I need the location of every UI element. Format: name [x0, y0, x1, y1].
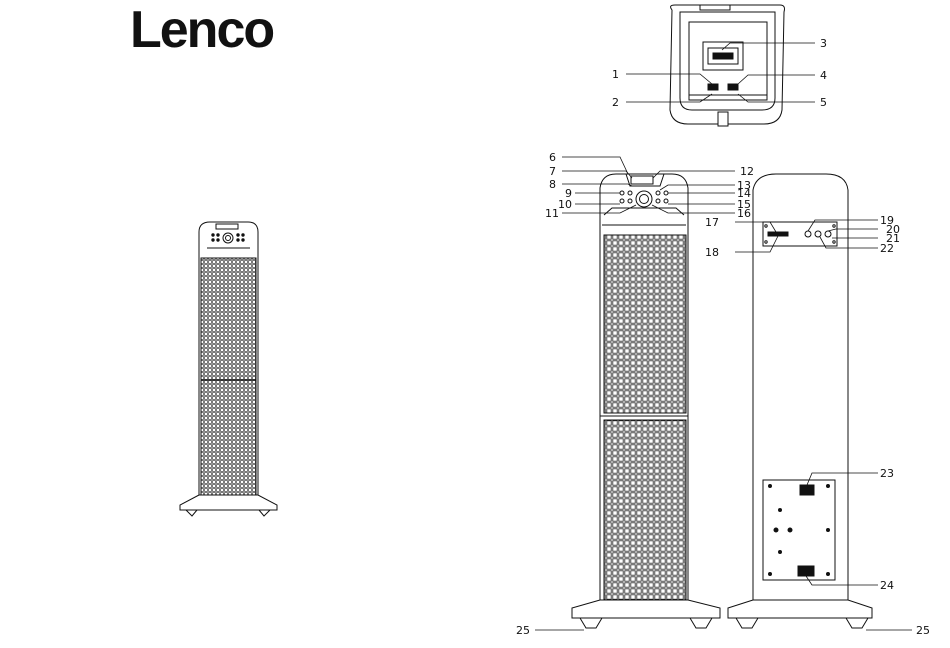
top-view — [670, 5, 785, 126]
callout-1: 1 — [612, 68, 619, 81]
callout-2: 2 — [612, 96, 619, 109]
front-tower — [572, 174, 720, 628]
callout-3: 3 — [820, 37, 827, 50]
callout-4: 4 — [820, 69, 827, 82]
leader-lines — [535, 43, 912, 630]
callout-25-left: 25 — [516, 624, 530, 637]
callout-5: 5 — [820, 96, 827, 109]
callout-22: 22 — [880, 242, 894, 255]
callout-8: 8 — [549, 178, 556, 191]
callout-25-right: 25 — [916, 624, 930, 637]
callout-10: 10 — [558, 198, 572, 211]
callout-23: 23 — [880, 467, 894, 480]
back-tower — [728, 174, 872, 628]
callout-6: 6 — [549, 151, 556, 164]
callout-16: 16 — [737, 207, 751, 220]
callout-7: 7 — [549, 165, 556, 178]
callout-24: 24 — [880, 579, 894, 592]
callout-labels: 1 2 3 4 5 6 7 8 9 10 11 12 13 14 15 16 1… — [516, 37, 930, 637]
callout-17: 17 — [705, 216, 719, 229]
callout-18: 18 — [705, 246, 719, 259]
small-tower — [180, 222, 277, 516]
callout-12: 12 — [740, 165, 754, 178]
callout-11: 11 — [545, 207, 559, 220]
